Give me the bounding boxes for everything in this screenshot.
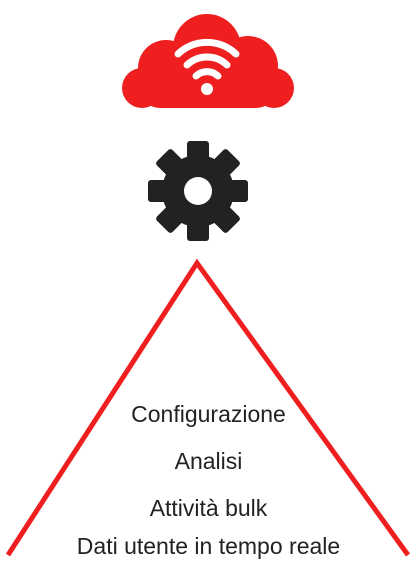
layer-dati-utente-tempo-reale: Dati utente in tempo reale: [76, 533, 341, 559]
layer-analisi: Analisi: [174, 448, 243, 474]
cloud-wifi-icon: [122, 14, 294, 108]
gear-icon: [148, 141, 248, 241]
layer-attivita-bulk: Attività bulk: [149, 495, 268, 521]
layer-configurazione: Configurazione: [131, 401, 286, 427]
